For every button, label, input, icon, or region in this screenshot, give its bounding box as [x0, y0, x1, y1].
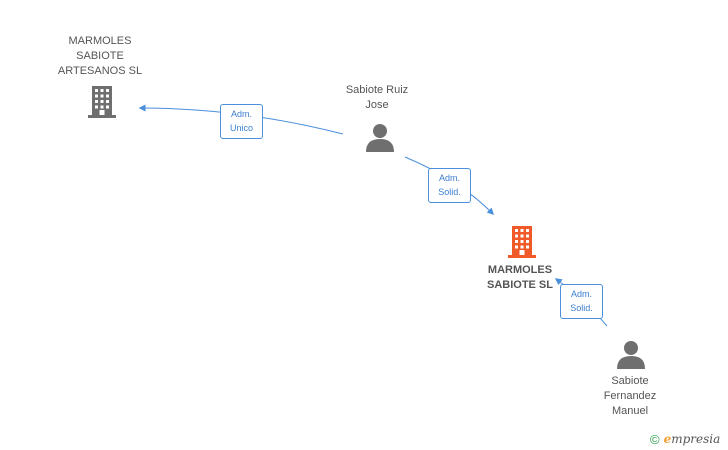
edge-badge-adm-solid[interactable]: Adm. Solid. [560, 284, 603, 319]
building-icon[interactable] [85, 84, 119, 118]
copyright-symbol: © [650, 431, 660, 447]
node-fernandez-label[interactable]: Sabiote Fernandez Manuel [603, 375, 657, 417]
edge-badge-adm-unico[interactable]: Adm. Unico [220, 104, 263, 139]
footer-brand: © empresia [650, 430, 720, 448]
node-artesanos-label[interactable]: MARMOLES SABIOTE ARTESANOS SL [57, 35, 143, 77]
focus-building-icon[interactable] [505, 224, 539, 258]
node-focus-label[interactable]: MARMOLES SABIOTE SL [486, 264, 553, 291]
brand-logo[interactable]: empresia [664, 432, 721, 446]
node-ruiz-label[interactable]: Sabiote Ruiz Jose [345, 84, 409, 111]
brand-rest: mpresia [671, 432, 721, 446]
brand-initial: e [663, 432, 672, 446]
edge-badge-adm-solid[interactable]: Adm. Solid. [428, 168, 471, 203]
person-icon[interactable] [365, 122, 395, 152]
person-icon[interactable] [616, 339, 646, 369]
